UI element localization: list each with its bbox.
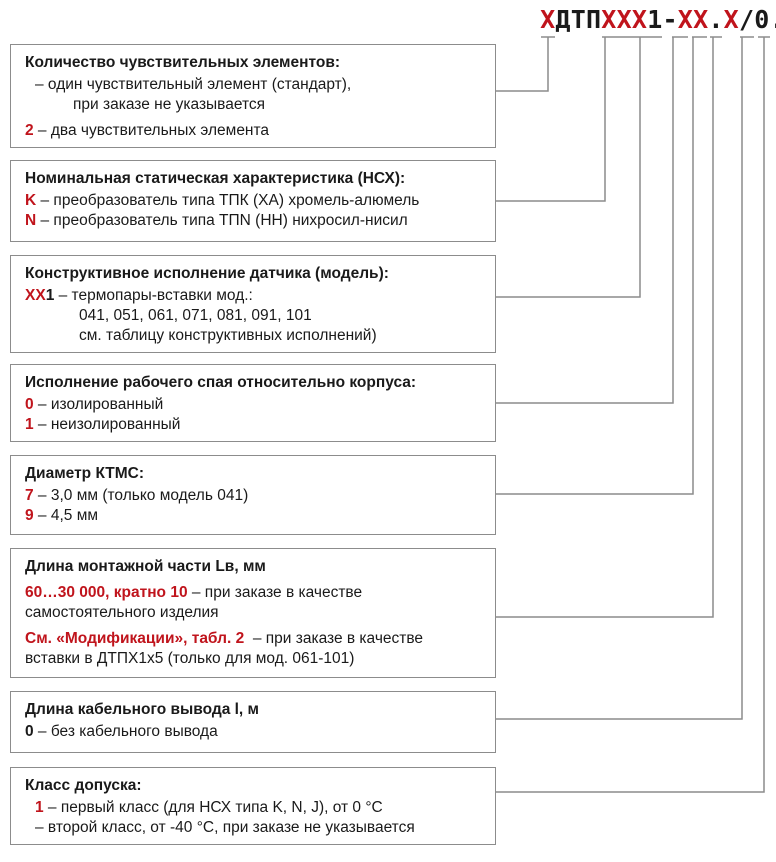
option-text: вставки в ДТПХ1х5 (только для мод. 061-1… <box>25 650 355 667</box>
box-line: – второй класс, от -40 °С, при заказе не… <box>25 818 481 838</box>
code-char: 0 <box>754 5 770 34</box>
option-text: – один чувствительный элемент (стандарт)… <box>35 76 352 93</box>
option-text: – 3,0 мм (только модель 041) <box>33 487 249 504</box>
box-line: 7 – 3,0 мм (только модель 041) <box>25 486 481 506</box>
code-char: - <box>662 5 678 34</box>
box-line: См. «Модификации», табл. 2 – при заказе … <box>25 629 481 649</box>
box-line: 9 – 4,5 мм <box>25 506 481 526</box>
code-char: Х <box>631 5 647 34</box>
box-junction: Исполнение рабочего спая относительно ко… <box>10 364 496 442</box>
box-line: 1 – неизолированный <box>25 415 481 435</box>
box-nsh: Номинальная статическая характеристика (… <box>10 160 496 242</box>
option-text: – преобразователь типа ТПК (ХА) хромель-… <box>36 192 420 209</box>
option-key: См. «Модификации», табл. 2 <box>25 630 245 647</box>
option-key: 0 <box>25 396 34 413</box>
option-text: 041, 051, 061, 071, 081, 091, 101 <box>79 307 312 324</box>
code-char: . <box>708 5 724 34</box>
code-char: Т <box>570 5 586 34</box>
box-line: 2 – два чувствительных элемента <box>25 121 481 141</box>
box-line: вставки в ДТПХ1х5 (только для мод. 061-1… <box>25 649 481 669</box>
box-title: Длина кабельного вывода l, м <box>25 701 260 718</box>
box-line: см. таблицу конструктивных исполнений) <box>25 326 481 346</box>
code-char: Х <box>616 5 632 34</box>
box-title: Конструктивное исполнение датчика (модел… <box>25 265 389 282</box>
box-line: – один чувствительный элемент (стандарт)… <box>25 75 481 95</box>
option-text: – второй класс, от -40 °С, при заказе не… <box>35 819 415 836</box>
option-text: – два чувствительных элемента <box>33 122 270 139</box>
box-line: K – преобразователь типа ТПК (ХА) хромел… <box>25 191 481 211</box>
code-char: Д <box>555 5 571 34</box>
option-key: 7 <box>25 487 34 504</box>
box-line: 0 – изолированный <box>25 395 481 415</box>
box-title: Класс допуска: <box>25 777 142 794</box>
box-diameter: Диаметр КТМС: 7 – 3,0 мм (только модель 0… <box>10 455 496 535</box>
option-key: 2 <box>25 122 34 139</box>
option-text: – термопары-вставки мод.: <box>54 287 253 304</box>
box-line: 041, 051, 061, 071, 081, 091, 101 <box>25 306 481 326</box>
code-char: Х <box>677 5 693 34</box>
code-char: / <box>738 5 755 34</box>
box-cable: Длина кабельного вывода l, м 0 – без кабе… <box>10 691 496 753</box>
box-model: Конструктивное исполнение датчика (модел… <box>10 255 496 353</box>
option-text: – изолированный <box>33 396 164 413</box>
box-line: 60…30 000, кратно 10 – при заказе в каче… <box>25 583 481 603</box>
box-line: 0 – без кабельного вывода <box>25 722 481 742</box>
option-text: см. таблицу конструктивных исполнений) <box>79 327 377 344</box>
option-text: самостоятельного изделия <box>25 604 219 621</box>
code-char: Х <box>693 5 709 34</box>
option-key: 1 <box>25 416 34 433</box>
option-key: ХХ <box>25 287 46 304</box>
option-text: – первый класс (для НСХ типа K, N, J), о… <box>43 799 383 816</box>
box-title: Номинальная статическая характеристика (… <box>25 170 406 187</box>
box-title: Количество чувствительных элементов: <box>25 54 341 71</box>
option-text: при заказе не указывается <box>73 96 266 113</box>
box-sensing-elements: Количество чувствительных элементов: – од… <box>10 44 496 148</box>
option-text: – при заказе в качестве <box>244 630 424 647</box>
option-key: N <box>25 212 37 229</box>
option-key: 1 <box>35 799 44 816</box>
option-text: – преобразователь типа ТПN (НН) нихросил… <box>36 212 408 229</box>
code-char: . <box>769 2 776 38</box>
box-title: Диаметр КТМС: <box>25 465 145 482</box>
box-class: Класс допуска: 1 – первый класс (для НСХ … <box>10 767 496 845</box>
box-line: самостоятельного изделия <box>25 603 481 623</box>
option-text: – без кабельного вывода <box>33 723 218 740</box>
code-char: Х <box>723 5 739 34</box>
option-key: 60…30 000, кратно 10 <box>25 584 188 601</box>
box-title: Длина монтажной части Lв, мм <box>25 558 266 575</box>
box-length: Длина монтажной части Lв, мм 60…30 000, к… <box>10 548 496 678</box>
box-line: 1 – первый класс (для НСХ типа K, N, J),… <box>25 798 481 818</box>
box-line: при заказе не указывается <box>25 95 481 115</box>
option-text: – 4,5 мм <box>33 507 99 524</box>
box-title: Исполнение рабочего спая относительно ко… <box>25 374 417 391</box>
option-text: – неизолированный <box>33 416 181 433</box>
option-key-suffix: 1 <box>45 287 55 304</box>
option-text: – при заказе в качестве <box>187 584 363 601</box>
code-char: Х <box>601 5 617 34</box>
code-char: 1 <box>647 5 663 34</box>
option-key: 0 <box>25 723 34 740</box>
option-key: 9 <box>25 507 34 524</box>
code-char: П <box>586 5 602 34</box>
box-line: N – преобразователь типа ТПN (НН) нихрос… <box>25 211 481 231</box>
product-code: ХДТПХХХ1-ХХ.Х/0.Х <box>540 2 776 38</box>
code-char: Х <box>540 5 556 34</box>
option-key: K <box>25 192 37 209</box>
box-line: ХХ1 – термопары-вставки мод.: <box>25 286 481 306</box>
